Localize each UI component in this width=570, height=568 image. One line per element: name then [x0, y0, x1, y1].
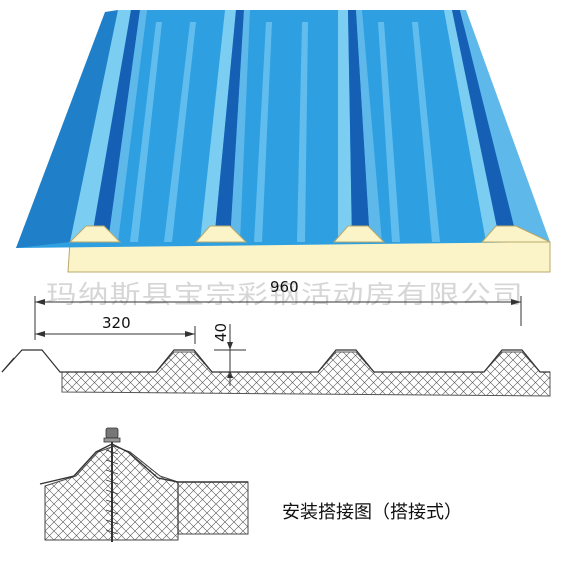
sheet-left-edge [16, 10, 118, 248]
foam-core-section [61, 351, 551, 397]
total-width-label: 960 [270, 278, 299, 296]
lap-joint-detail [39, 427, 249, 542]
rib-spacing-label: 320 [102, 314, 131, 332]
company-watermark: 玛纳斯县宝宗彩钢活动房有限公司 [46, 280, 524, 309]
foam-rib-bumps [68, 225, 551, 243]
dimension-rib-spacing [35, 326, 196, 344]
top-sheet-profile [1, 349, 550, 373]
rib-1 [70, 10, 147, 242]
lap-joint-caption: 安装搭接图（搭接式） [282, 502, 462, 523]
rib-height-label: 40 [212, 323, 230, 342]
panel-cross-section [1, 349, 551, 397]
rib-3 [338, 10, 382, 242]
joint-right-panel [177, 481, 249, 535]
rib-4 [444, 10, 550, 242]
dimension-total [34, 296, 522, 340]
panel-3d-illustration [16, 10, 551, 273]
screw-icon [103, 427, 121, 542]
rib-2 [200, 10, 250, 242]
stiffening-grooves [130, 22, 440, 242]
joint-outer-sheet [39, 443, 248, 485]
left-overlap-edge [1, 357, 15, 373]
